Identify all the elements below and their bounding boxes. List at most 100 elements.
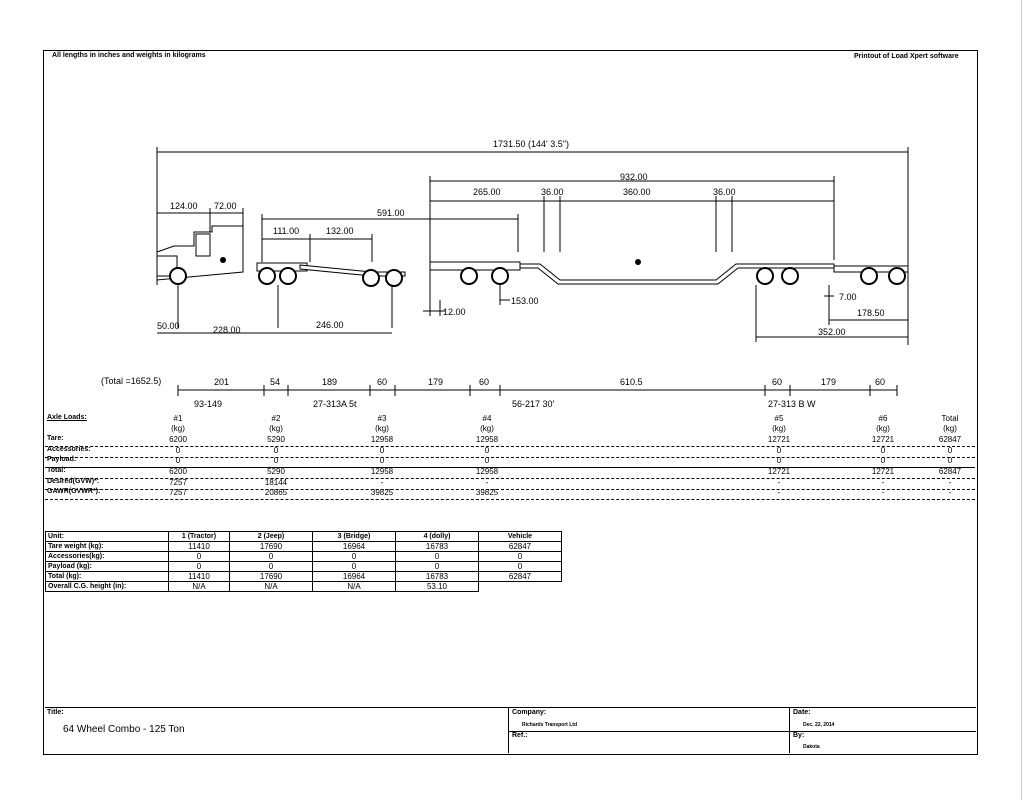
unit-header-cell: 4 (dolly) <box>395 531 479 542</box>
dim-124: 124.00 <box>170 201 198 211</box>
unit-cell: 16783 <box>395 541 479 552</box>
footer-vline <box>508 707 509 753</box>
axle-load-cell: 0 <box>379 446 385 455</box>
unit-row-label: Overall C.G. height (in): <box>45 581 169 592</box>
cg-marker-icon <box>635 259 641 265</box>
unit-cell: 16964 <box>312 541 396 552</box>
axle-row-label: Payload: <box>47 456 77 463</box>
unit-header-cell: Vehicle <box>478 531 562 542</box>
axle-col-head: #1 <box>173 414 183 423</box>
spacing-value: 54 <box>270 377 281 387</box>
axle-load-cell: 20865 <box>264 488 288 497</box>
group-label: 27-313A 5t <box>313 399 357 409</box>
unit-cell: 0 <box>168 561 230 572</box>
axle-load-cell: - <box>485 478 489 487</box>
axle-load-cell: 5290 <box>267 467 285 476</box>
unit-cell: 62847 <box>478 541 562 552</box>
unit-cell: 0 <box>395 551 479 562</box>
unit-cell: 62847 <box>478 571 562 582</box>
axle-unit: (kg) <box>772 424 786 433</box>
axle-load-cell: 0 <box>273 456 279 465</box>
dim-178: 178.50 <box>857 308 885 318</box>
scan-edge <box>1021 0 1022 800</box>
dim-352: 352.00 <box>818 327 846 337</box>
axle-load-cell: 39825 <box>370 488 394 497</box>
axle-col-head: Total <box>941 414 959 423</box>
axle-load-cell: - <box>948 488 952 497</box>
group-label: 56-217 30' <box>512 399 555 409</box>
axle-row-label: Accessories: <box>47 446 91 453</box>
unit-cell: 0 <box>312 561 396 572</box>
by-label: By: <box>793 732 805 739</box>
by-value: Dakota <box>803 744 820 750</box>
spacing-value: 179 <box>821 377 837 387</box>
dim-246: 246.00 <box>316 320 344 330</box>
axle-load-cell: 0 <box>776 456 782 465</box>
axle-load-cell: 0 <box>484 446 490 455</box>
spacing-value: 60 <box>377 377 388 387</box>
footer-vline <box>789 707 790 753</box>
unit-cell: 0 <box>478 561 562 572</box>
axle-load-cell: 0 <box>484 456 490 465</box>
unit-header-cell: 1 (Tractor) <box>168 531 230 542</box>
unit-header-cell: 3 (Bridge) <box>312 531 396 542</box>
ref-label: Ref.: <box>512 732 528 739</box>
axle-unit: (kg) <box>480 424 494 433</box>
axle-load-cell: 12958 <box>370 467 394 476</box>
group-label: 27-313 B W <box>768 399 816 409</box>
unit-cell: 0 <box>229 551 313 562</box>
axle-col-head: #4 <box>482 414 492 423</box>
unit-cell: N/A <box>312 581 396 592</box>
units-note: All lengths in inches and weights in kil… <box>52 52 206 59</box>
unit-cell <box>479 582 562 592</box>
axle-col-head: #5 <box>774 414 784 423</box>
axle-load-cell: 6200 <box>169 467 187 476</box>
dim-591: 591.00 <box>377 208 405 218</box>
unit-header-cell: Unit: <box>45 531 169 542</box>
axle-load-cell: 12721 <box>767 435 791 444</box>
axle-unit-row: (kg) (kg) (kg) (kg) (kg) (kg) (kg) <box>45 424 975 435</box>
axle-row-label: GAWR(GVWR*): <box>47 488 101 495</box>
date-label: Date: <box>793 709 811 716</box>
spacing-value: 60 <box>479 377 490 387</box>
company-name: Richards Transport Ltd <box>522 722 578 728</box>
axle-load-cell: 7257 <box>169 488 187 497</box>
axle-load-cell: 0 <box>947 456 953 465</box>
axle-load-cell: 0 <box>880 446 886 455</box>
axle-unit: (kg) <box>876 424 890 433</box>
unit-weights-table: Unit:1 (Tractor)2 (Jeep)3 (Bridge)4 (dol… <box>45 531 562 592</box>
unit-cell: 0 <box>395 561 479 572</box>
axle-load-cell: 12721 <box>871 467 895 476</box>
unit-cell: 0 <box>229 561 313 572</box>
axle-col-head: #6 <box>878 414 888 423</box>
dim-228: 228.00 <box>213 325 241 335</box>
axle-load-cell: - <box>881 478 885 487</box>
footer-divider <box>45 707 976 708</box>
dim-932: 932.00 <box>620 172 648 182</box>
axle-unit: (kg) <box>171 424 185 433</box>
axle-load-cell: 0 <box>947 446 953 455</box>
axle-col-head: #2 <box>271 414 281 423</box>
unit-cell: 17690 <box>229 571 313 582</box>
dim-153: 153.00 <box>511 296 539 306</box>
axle-row-label: Total: <box>47 467 66 474</box>
vehicle-drawing <box>156 147 909 396</box>
axle-load-cell: 0 <box>880 456 886 465</box>
unit-cell: 17690 <box>229 541 313 552</box>
axle-load-cell: 0 <box>273 446 279 455</box>
axle-load-cell: - <box>777 478 781 487</box>
axle-load-cell: 5290 <box>267 435 285 444</box>
dim-360: 360.00 <box>623 187 651 197</box>
axle-load-cell: 12721 <box>767 467 791 476</box>
dim-111: 111.00 <box>273 226 300 236</box>
group-label: 93-149 <box>194 399 223 409</box>
axle-load-cell: 39825 <box>475 488 499 497</box>
unit-header-row: Unit:1 (Tractor)2 (Jeep)3 (Bridge)4 (dol… <box>45 531 562 542</box>
